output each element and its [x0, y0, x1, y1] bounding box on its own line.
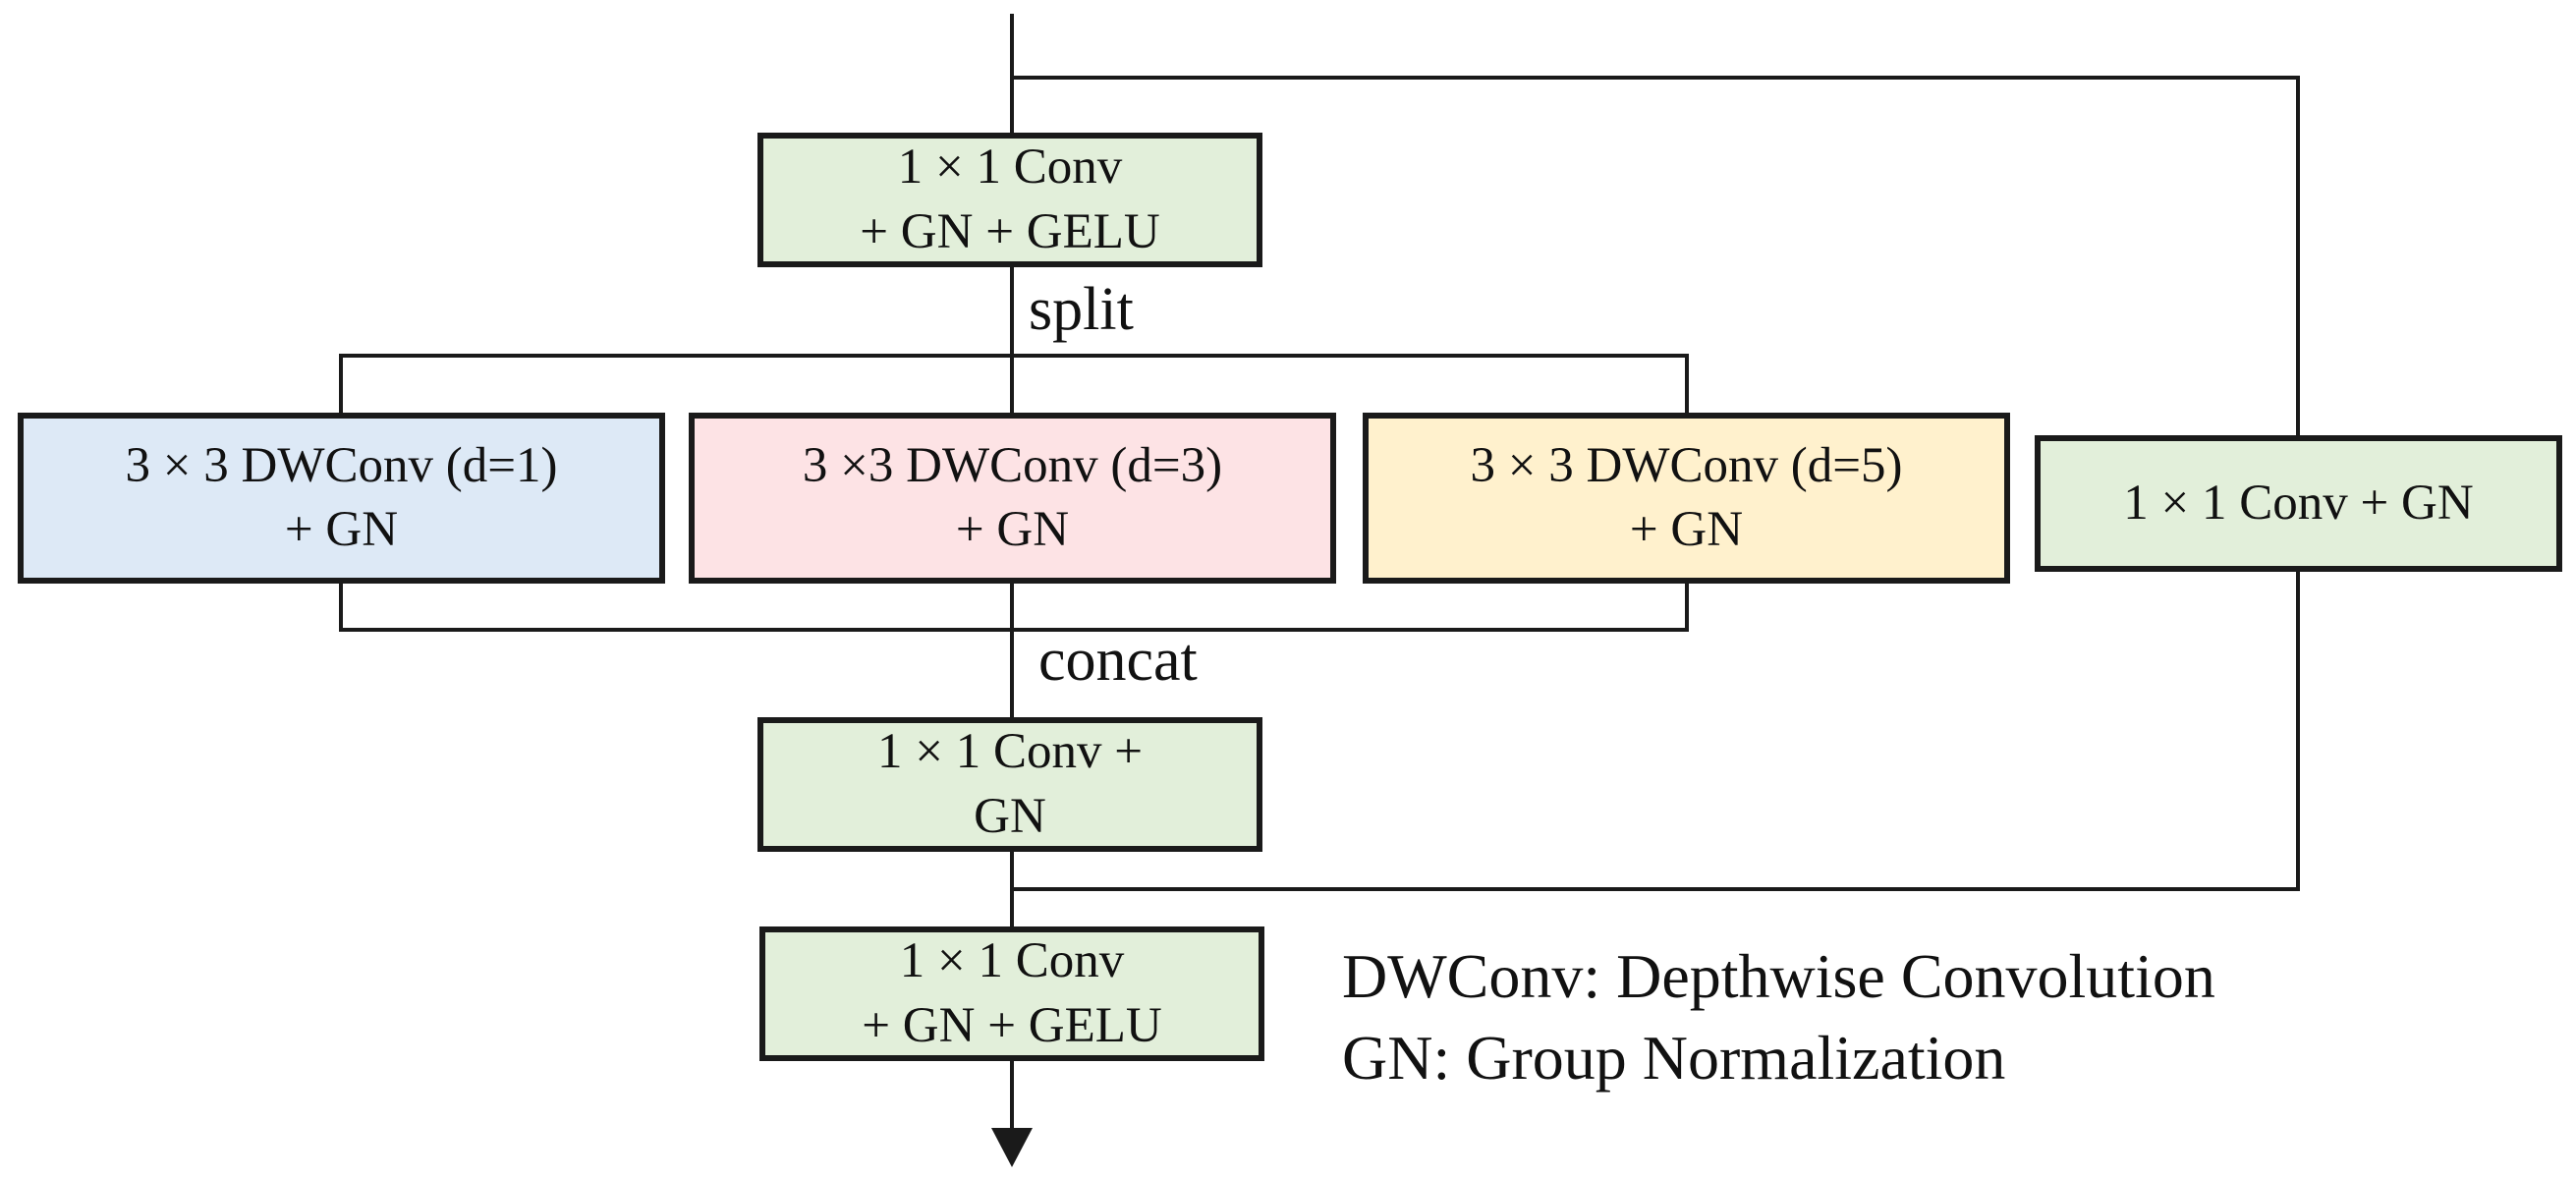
- dwconv-d5-line2: + GN: [1629, 502, 1744, 557]
- conv-merge-line1: 1 × 1 Conv +: [876, 724, 1144, 780]
- dwconv-d3-box: 3 ×3 DWConv (d=3) + GN: [689, 413, 1336, 584]
- conv-out-line2: + GN + GELU: [862, 997, 1162, 1053]
- shortcut-conv-line1: 1 × 1 Conv + GN: [2123, 475, 2474, 531]
- conv-out-box: 1 × 1 Conv + GN + GELU: [759, 926, 1264, 1061]
- output-arrow-head: [991, 1128, 1033, 1167]
- dwconv-d1-line2: + GN: [284, 502, 399, 557]
- legend-dwconv: DWConv: Depthwise Convolution: [1342, 941, 2215, 1011]
- shortcut-conv-box: 1 × 1 Conv + GN: [2035, 435, 2562, 572]
- conv-merge-line2: GN: [974, 788, 1046, 844]
- split-bracket-line: [339, 354, 1689, 413]
- legend-gn: GN: Group Normalization: [1342, 1023, 2006, 1094]
- conv-in-box: 1 × 1 Conv + GN + GELU: [757, 133, 1262, 267]
- concat-label: concat: [1038, 627, 1198, 694]
- dwconv-d5-box: 3 × 3 DWConv (d=5) + GN: [1363, 413, 2010, 584]
- dwconv-d3-line2: + GN: [955, 502, 1070, 557]
- dwconv-d1-line1: 3 × 3 DWConv (d=1): [125, 437, 558, 493]
- conv-in-line1: 1 × 1 Conv: [897, 140, 1123, 196]
- legend: DWConv: Depthwise Convolution GN: Group …: [1342, 935, 2215, 1098]
- conv-merge-box: 1 × 1 Conv + GN: [757, 717, 1262, 852]
- conv-in-line2: + GN + GELU: [860, 203, 1160, 259]
- dwconv-d1-box: 3 × 3 DWConv (d=1) + GN: [18, 413, 665, 584]
- split-label: split: [1029, 276, 1134, 343]
- concat-bracket-line: [339, 584, 1689, 632]
- conv-out-line1: 1 × 1 Conv: [899, 933, 1125, 989]
- dwconv-d3-line1: 3 ×3 DWConv (d=3): [802, 437, 1223, 493]
- dwconv-d5-line1: 3 × 3 DWConv (d=5): [1470, 437, 1903, 493]
